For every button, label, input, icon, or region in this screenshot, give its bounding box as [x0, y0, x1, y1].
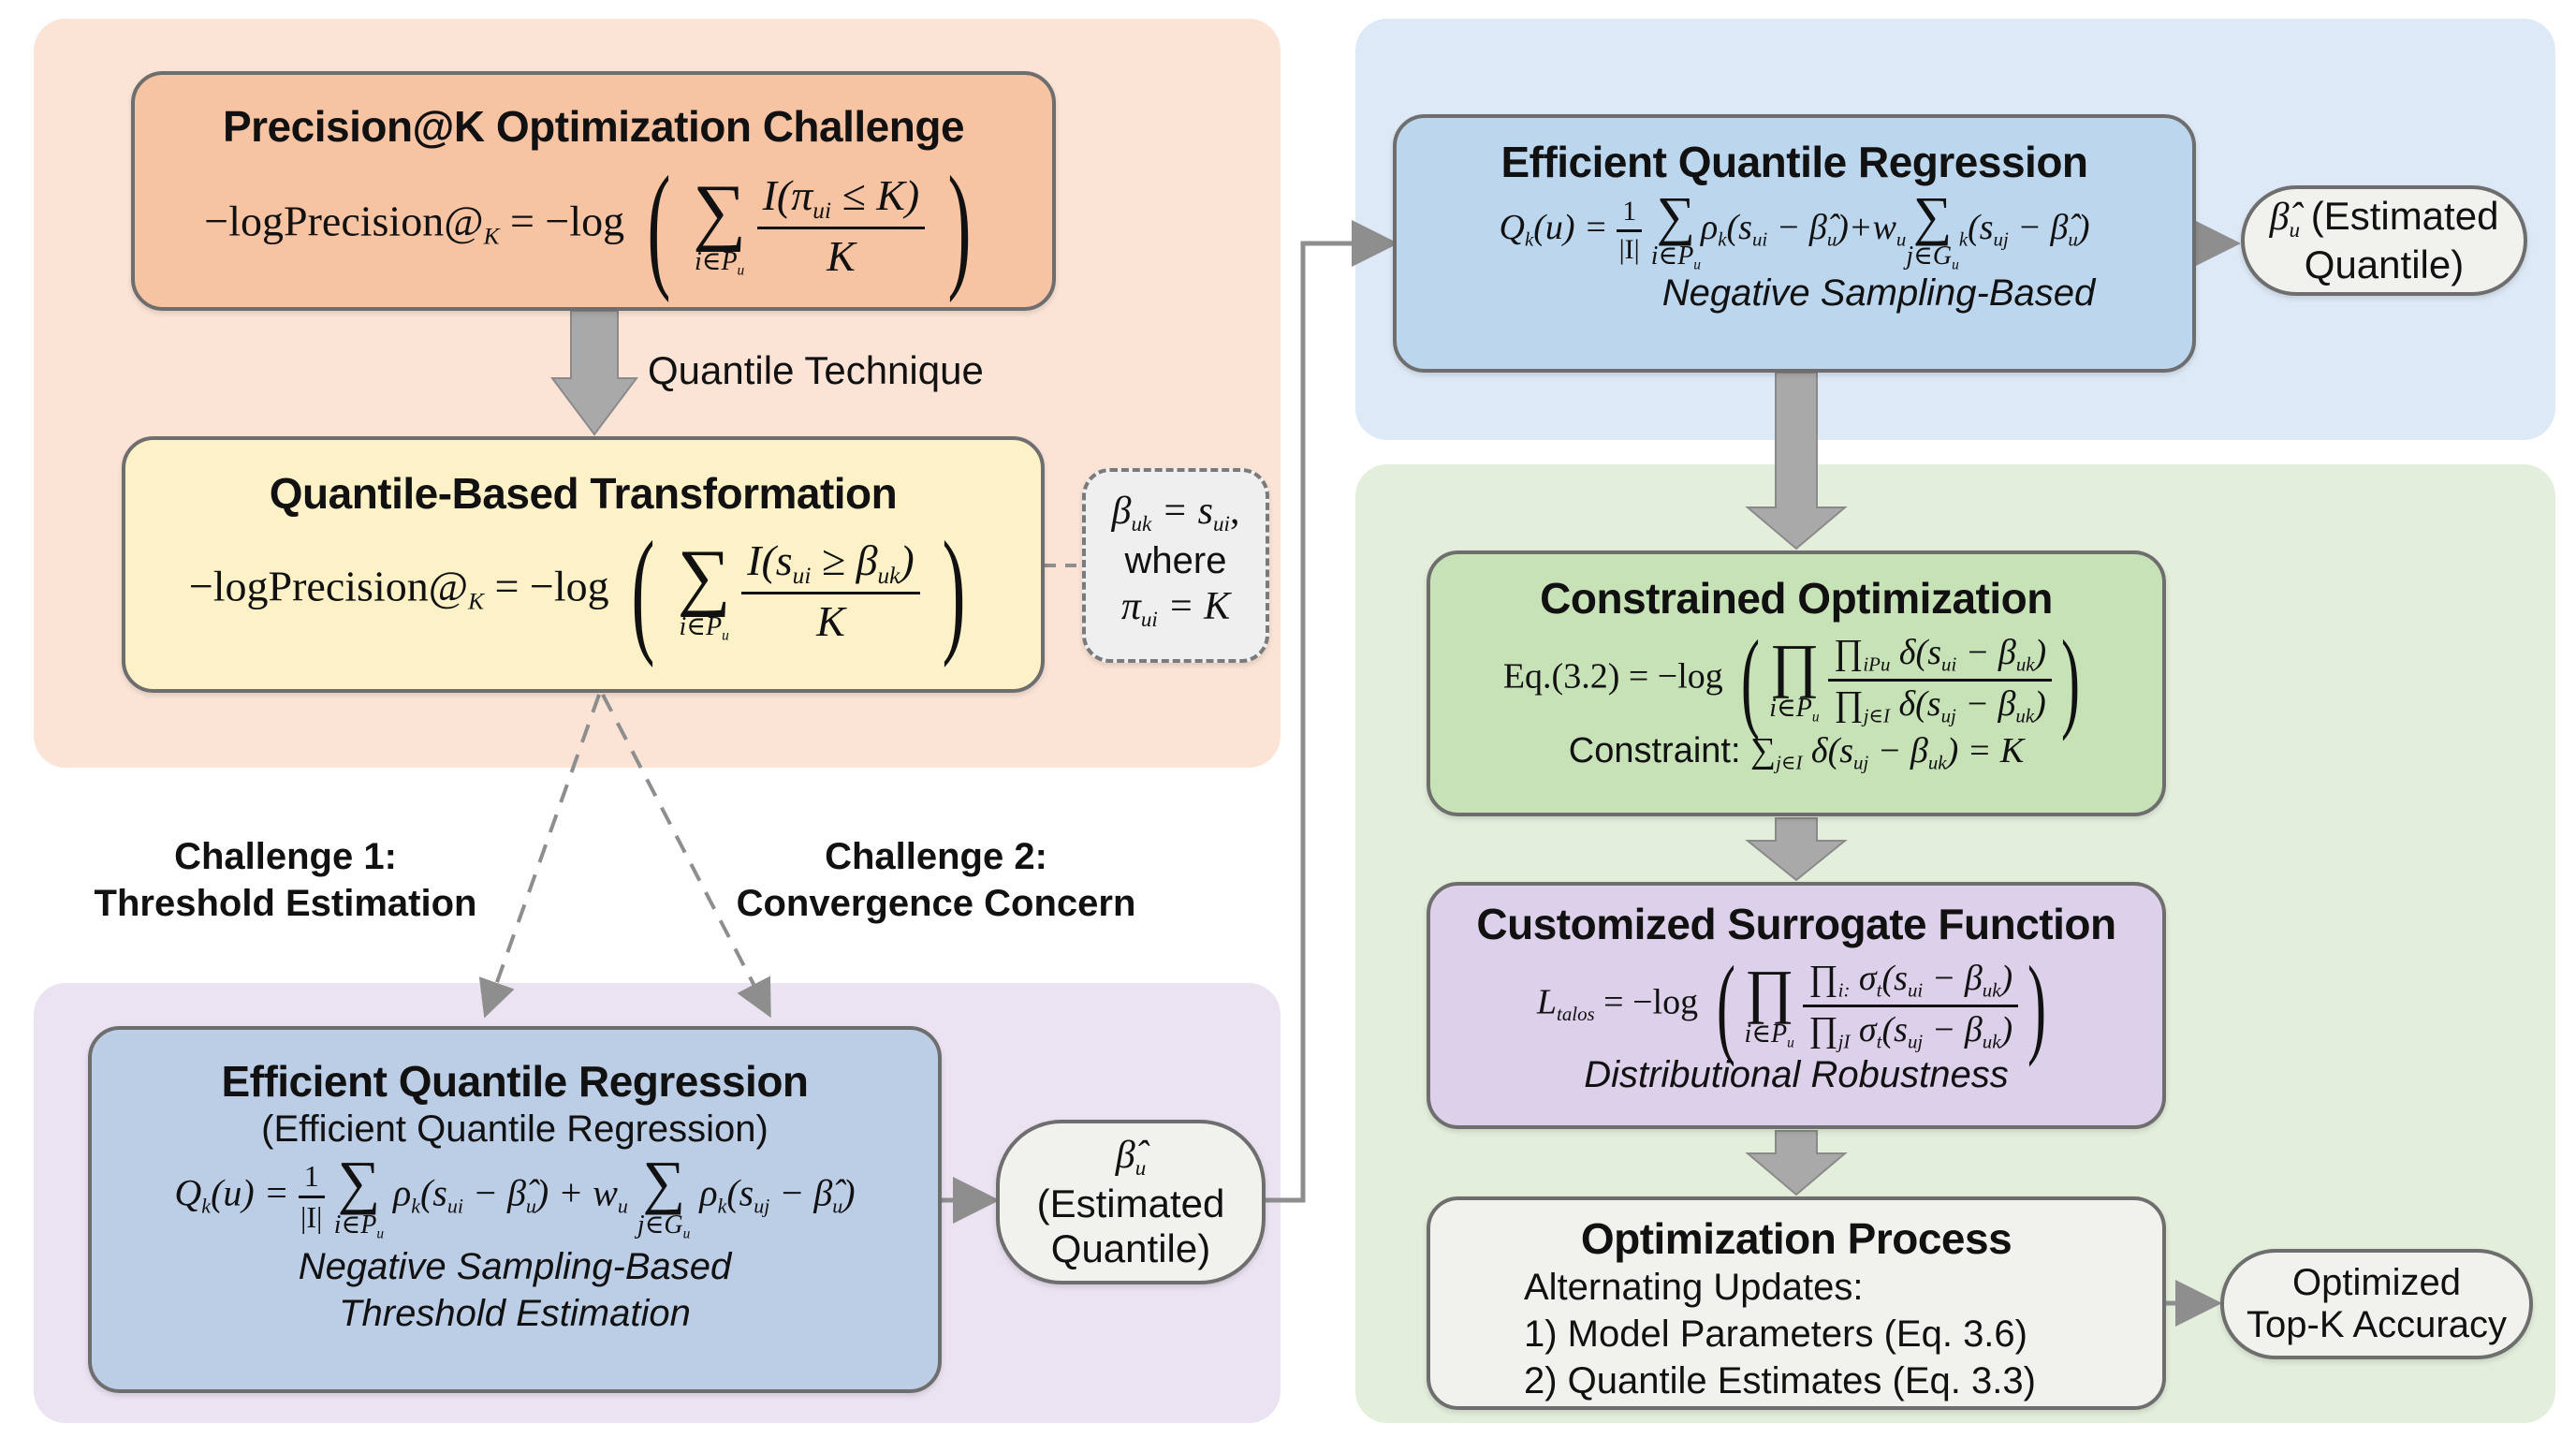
optimization-step: 1) Model Parameters (Eq. 3.6)	[1524, 1313, 2027, 1355]
challenge-2-label: Challenge 2:Convergence Concern	[736, 836, 1136, 924]
surrogate-function-box: Customized Surrogate Function Ltalos = −…	[1427, 882, 2166, 1129]
constrained-optimization-title: Constrained Optimization	[1540, 574, 2053, 623]
optimization-step: 2) Quantile Estimates (Eq. 3.3)	[1524, 1360, 2036, 1401]
eqr-left-formula: Qk(u) = 1|I| ∑i∈Pu ρk(sui − β̂u) + wu ∑j…	[174, 1149, 856, 1242]
eqr-left-title: Efficient Quantile Regression	[221, 1057, 809, 1106]
surrogate-caption: Distributional Robustness	[1584, 1054, 2009, 1095]
quantile-technique-label: Quantile Technique	[648, 348, 984, 392]
precision-formula: −logPrecision@K = −log ( ∑i∈Pu I(πui ≤ K…	[204, 148, 972, 303]
quantile-formula: −logPrecision@K = −log ( ∑i∈Pu I(sui ≥ β…	[188, 513, 966, 668]
estimated-quantile-right-pill: β̂u (Estimated Quantile)	[2241, 185, 2527, 296]
optimization-steps: Alternating Updates: 1) Model Parameters…	[1430, 1264, 2162, 1404]
estimated-quantile-left-pill: β̂u (Estimated Quantile)	[996, 1120, 1266, 1284]
optimization-process-box: Optimization Process Alternating Updates…	[1427, 1196, 2166, 1410]
challenge-1-label: Challenge 1:Threshold Estimation	[94, 836, 477, 924]
constrained-optimization-box: Constrained Optimization Eq.(3.2) = −log…	[1427, 550, 2166, 816]
quantile-definition-note: βuk = sui, where πui = K	[1082, 468, 1269, 663]
eqr-right-title: Efficient Quantile Regression	[1500, 138, 2088, 186]
efficient-quantile-regression-right-box: Efficient Quantile Regression Qk(u) = 1|…	[1393, 114, 2196, 373]
optimized-topk-accuracy-pill: Optimized Top-K Accuracy	[2220, 1249, 2533, 1359]
quantile-transformation-title: Quantile-Based Transformation	[269, 469, 898, 518]
eqr-right-caption: Negative Sampling-Based	[1661, 271, 2096, 314]
quantile-transformation-box: Quantile-Based Transformation −logPrecis…	[122, 436, 1045, 693]
surrogate-formula: Ltalos = −log (∏i∈Pu ∏i: σt(sui − βuk)∏j…	[1536, 943, 2047, 1067]
optimization-process-title: Optimization Process	[1580, 1214, 2012, 1263]
constrained-formula: Eq.(3.2) = −log (∏i∈Pu ∏iPu δ(sui − βuk)…	[1502, 617, 2081, 741]
precision-challenge-title: Precision@K Optimization Challenge	[222, 102, 965, 151]
surrogate-function-title: Customized Surrogate Function	[1476, 900, 2116, 948]
efficient-quantile-regression-left-box: Efficient Quantile Regression (Efficient…	[88, 1026, 942, 1393]
constraint-line: Constraint: ∑j∈I δ(suj − βuk) = K	[1568, 731, 2025, 774]
precision-challenge-box: Precision@K Optimization Challenge −logP…	[131, 71, 1056, 311]
optimization-step: Alternating Updates:	[1524, 1267, 1864, 1308]
eqr-left-subtitle: (Efficient Quantile Regression)	[261, 1108, 768, 1150]
